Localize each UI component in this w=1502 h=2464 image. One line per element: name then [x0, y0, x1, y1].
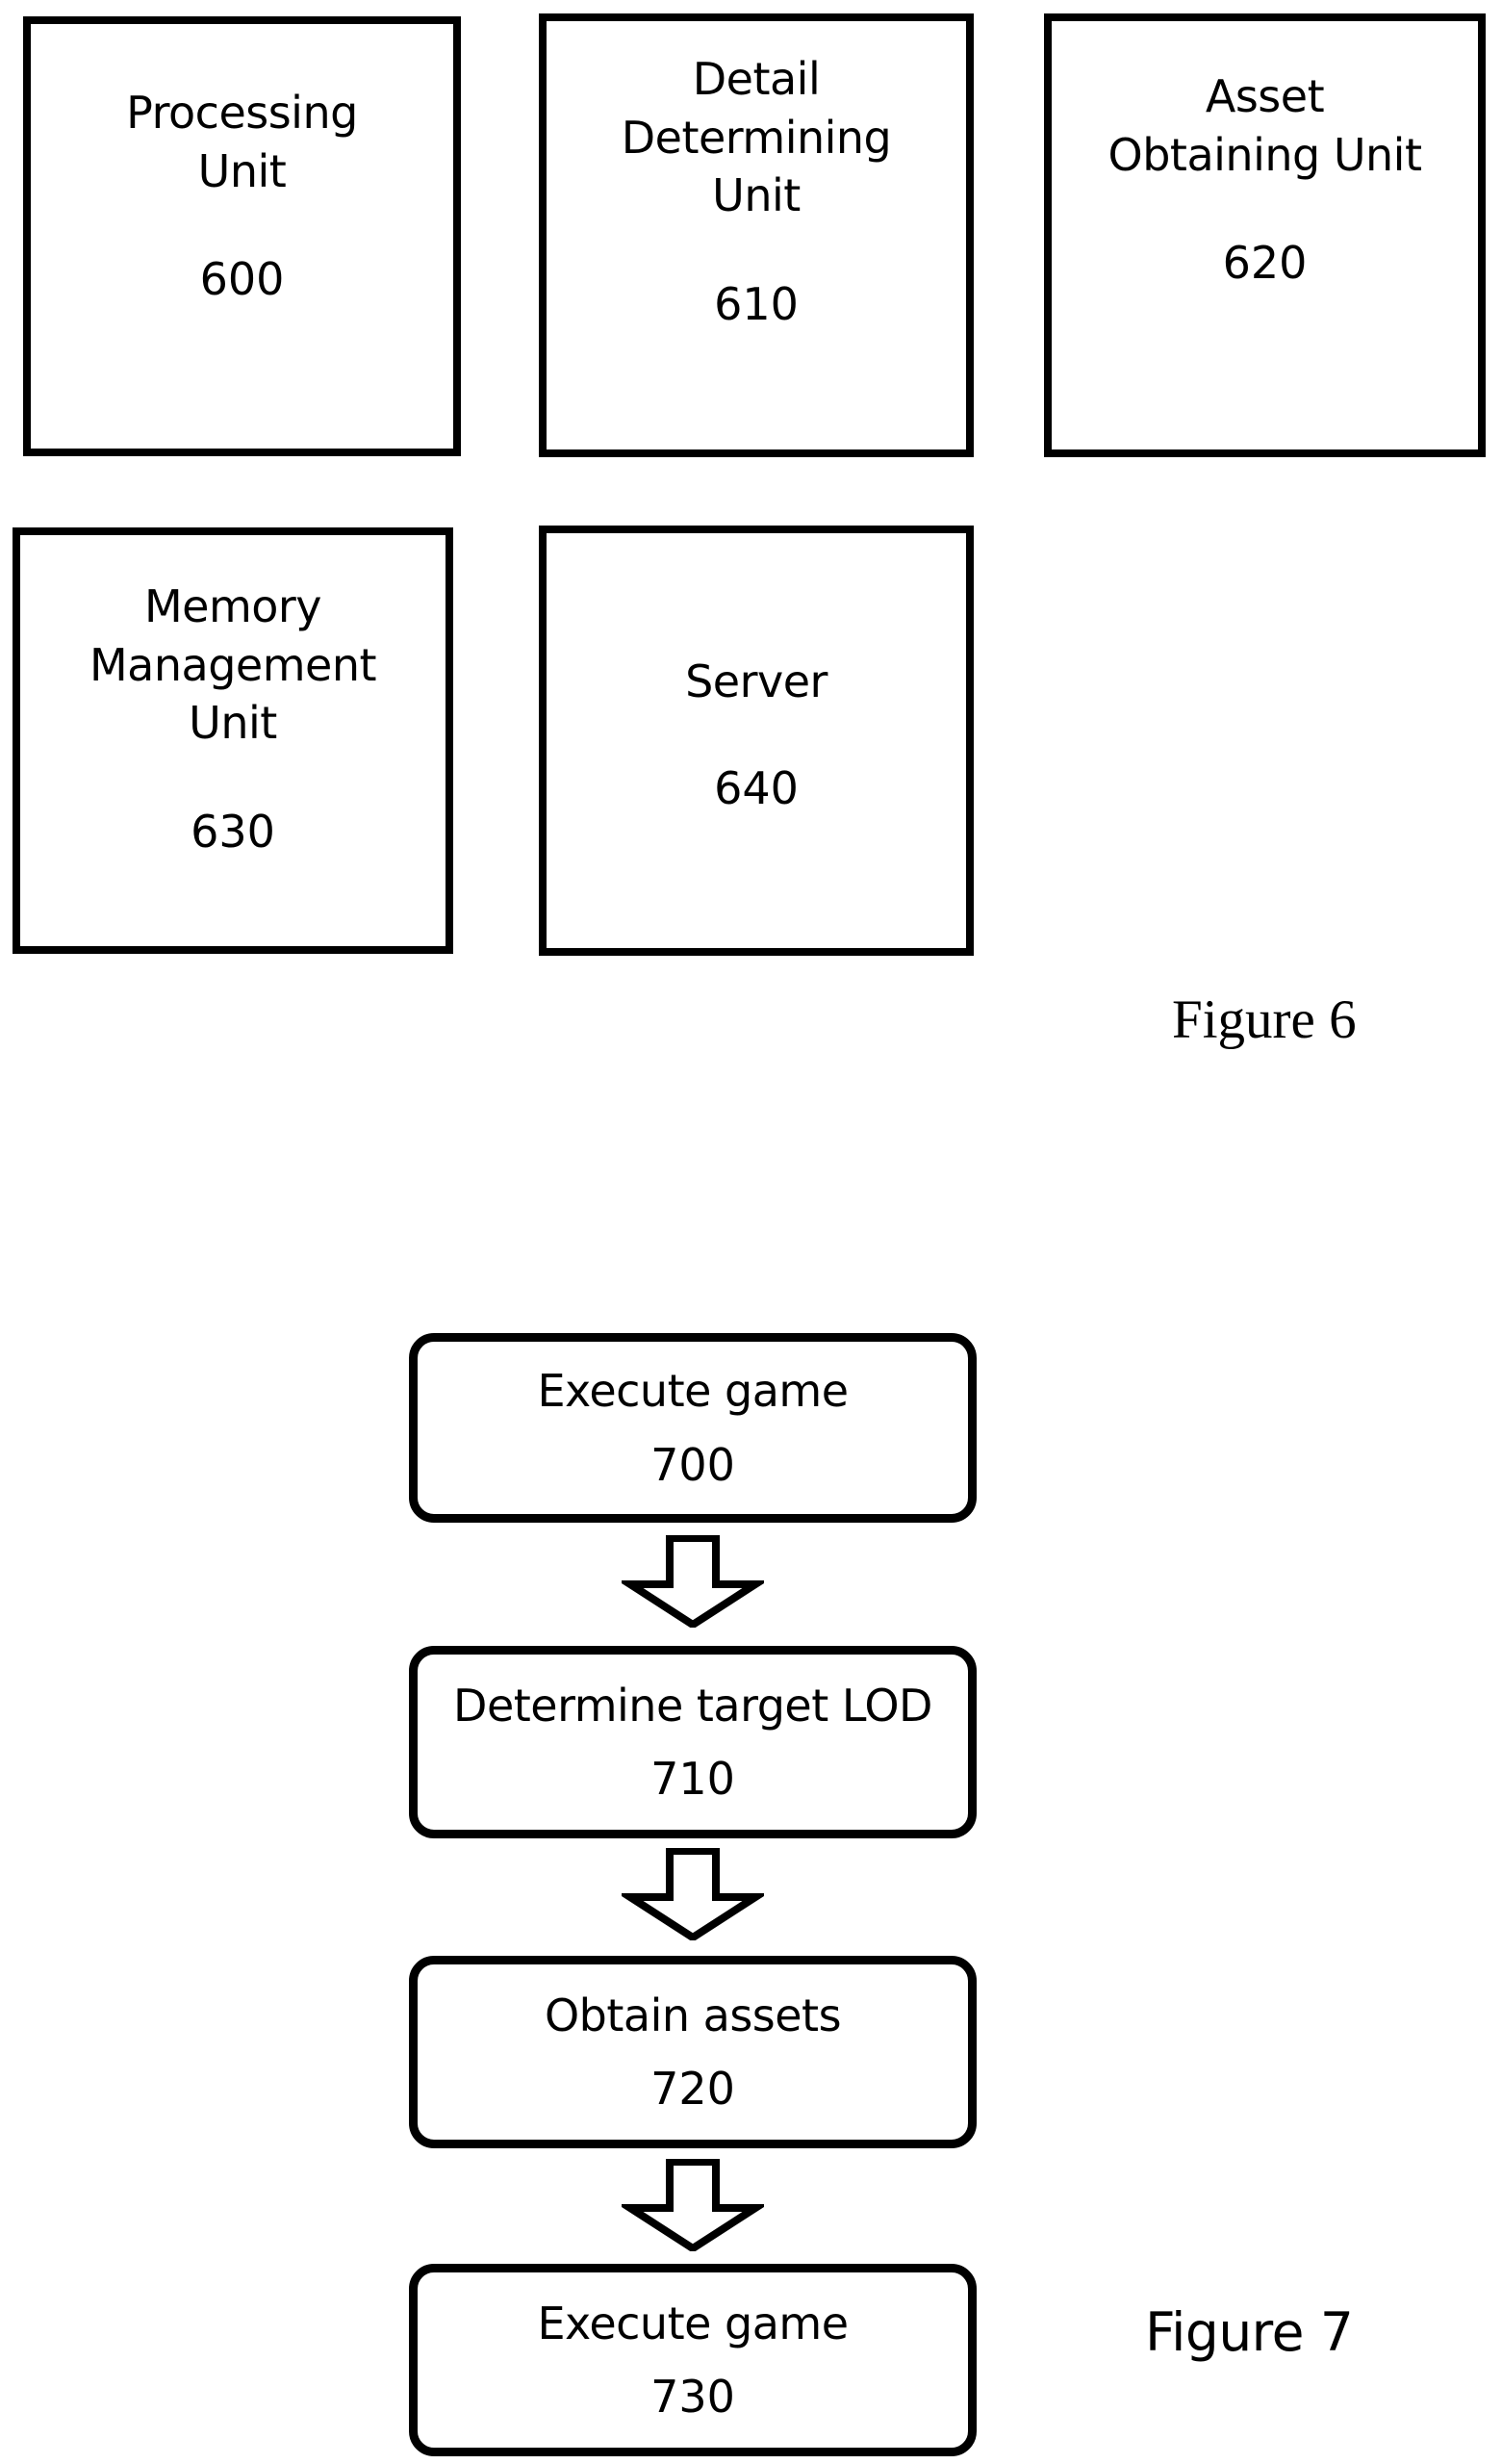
figure6-box-asset-obtaining-unit-ref: 620	[1222, 237, 1308, 290]
figure6-box-memory-management-unit-label: Memory Management Unit	[89, 580, 377, 750]
figure7-step-obtain-assets-720: Obtain assets 720	[409, 1956, 977, 2148]
figure7-step-obtain-assets-720-ref: 720	[650, 2063, 735, 2115]
figure7-step-execute-game-730-ref: 730	[650, 2371, 735, 2423]
figure7-step-execute-game-700: Execute game 700	[409, 1333, 977, 1523]
figure7-step-determine-target-lod-710-label: Determine target LOD	[453, 1679, 932, 1732]
figure7-step-obtain-assets-720-label: Obtain assets	[544, 1989, 842, 2041]
figure6-box-detail-determining-unit: Detail Determining Unit 610	[539, 13, 974, 457]
figure7-step-execute-game-730: Execute game 730	[409, 2264, 977, 2456]
figure6-box-server-unit: Server 640	[539, 526, 974, 956]
figure6-box-asset-obtaining-unit-label: Asset Obtaining Unit	[1107, 70, 1422, 181]
figure6-box-processing-unit-ref: 600	[199, 253, 285, 306]
figure6-box-processing-unit-label: Processing Unit	[126, 87, 358, 197]
figure6-box-server-unit-ref: 640	[714, 761, 799, 814]
figure6-caption: Figure 6	[1172, 989, 1357, 1050]
down-arrow-icon-720-730	[622, 2159, 764, 2251]
figure6-box-asset-obtaining-unit: Asset Obtaining Unit 620	[1044, 13, 1486, 457]
figure7-step-determine-target-lod-710: Determine target LOD 710	[409, 1646, 977, 1838]
figure6-box-detail-determining-unit-label: Detail Determining Unit	[621, 53, 892, 222]
figure6-box-processing-unit: Processing Unit 600	[23, 16, 461, 456]
figure6-box-server-unit-label: Server	[685, 655, 827, 707]
figure7-step-determine-target-lod-710-ref: 710	[650, 1753, 735, 1805]
figure7-step-execute-game-730-label: Execute game	[537, 2297, 849, 2349]
down-arrow-icon	[622, 1535, 764, 1628]
figure7-step-execute-game-700-label: Execute game	[537, 1365, 849, 1418]
figure7-caption: Figure 7	[1145, 2301, 1354, 2363]
down-arrow-icon	[622, 1848, 764, 1940]
down-arrow-icon-700-710	[622, 1535, 764, 1628]
figure6-box-detail-determining-unit-ref: 610	[714, 278, 799, 331]
figure6-box-memory-management-unit-ref: 630	[191, 806, 275, 859]
figure7-step-execute-game-700-ref: 700	[650, 1438, 735, 1491]
down-arrow-icon	[622, 2159, 764, 2251]
figure6-box-memory-management-unit: Memory Management Unit 630	[13, 527, 453, 954]
down-arrow-icon-710-720	[622, 1848, 764, 1940]
